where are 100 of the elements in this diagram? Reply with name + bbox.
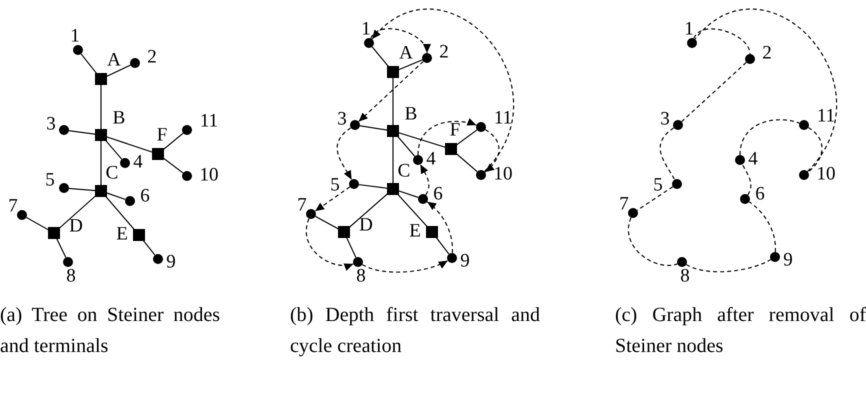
terminal-dot	[628, 208, 638, 218]
steiner-square	[387, 66, 399, 78]
terminal-dot	[687, 38, 697, 48]
tree-edge	[56, 238, 66, 258]
terminal-dot	[677, 257, 687, 267]
tree-edge	[68, 188, 96, 192]
steiner-square	[95, 185, 107, 197]
terminal-dot	[349, 179, 359, 189]
dashed-arrow	[484, 129, 500, 172]
node-label: 1	[70, 26, 80, 46]
tree-edge	[398, 190, 418, 198]
node-label: 2	[439, 42, 449, 62]
steiner-square	[95, 73, 107, 85]
dashed-arrow	[362, 260, 448, 273]
terminal-dot	[770, 252, 780, 262]
terminal-dot	[153, 254, 163, 264]
node-label: 2	[762, 44, 772, 62]
tree-edge	[26, 216, 50, 231]
steiner-square	[95, 129, 107, 141]
node-label: 5	[653, 176, 663, 194]
terminal-dot	[73, 45, 83, 55]
dashed-arrow	[314, 186, 350, 212]
dashed-line	[742, 164, 752, 196]
dashed-line	[694, 8, 838, 172]
tree-edge	[435, 236, 450, 254]
terminal-dot	[17, 210, 27, 220]
tree-edge	[372, 46, 390, 68]
node-label: 8	[356, 266, 366, 286]
dashed-arrow	[426, 201, 453, 254]
node-label: B	[404, 104, 418, 124]
tree-edge	[106, 192, 126, 200]
tree-edge	[58, 194, 97, 230]
node-label: 4	[748, 150, 758, 168]
node-label: 1	[684, 20, 694, 38]
terminal-dot	[418, 194, 428, 204]
tree-edge	[104, 195, 136, 231]
steiner-square	[387, 125, 399, 137]
tree-edge	[142, 239, 156, 256]
terminal-dot	[422, 53, 432, 63]
node-label: F	[156, 126, 168, 144]
terminal-dot	[63, 257, 73, 267]
node-label: 3	[337, 110, 347, 128]
terminal-dot	[182, 171, 192, 181]
tree-edge	[100, 85, 102, 129]
tree-edge	[398, 132, 446, 148]
dashed-line	[628, 217, 678, 266]
dashed-arrow	[420, 164, 430, 196]
tree-edge	[104, 139, 122, 160]
dashed-line	[808, 127, 822, 172]
terminal-dot	[740, 194, 750, 204]
node-label: 6	[755, 184, 765, 204]
dashed-arrow	[358, 61, 424, 122]
tree-edge	[346, 237, 356, 258]
node-label: 9	[460, 252, 470, 270]
node-label: 5	[330, 176, 340, 194]
node-label: 9	[783, 250, 793, 270]
node-label: B	[112, 108, 126, 128]
terminal-dot	[735, 155, 745, 165]
panel-caption: (a) Tree on Steiner nodes and terminals	[0, 303, 220, 359]
node-label: 10	[200, 166, 218, 184]
node-label: 1	[361, 20, 371, 38]
terminal-dot	[120, 158, 130, 168]
steiner-square	[338, 226, 350, 238]
tree-edge	[360, 125, 388, 131]
dashed-arrow	[306, 218, 354, 270]
node-label: 7	[619, 194, 629, 214]
dashed-line	[660, 127, 676, 180]
terminal-dot	[476, 170, 486, 180]
tree-edge	[398, 59, 423, 70]
steiner-square	[133, 229, 145, 241]
node-label: D	[69, 216, 83, 236]
node-label: 2	[147, 48, 157, 66]
steiner-square	[387, 183, 399, 195]
node-label: 4	[426, 150, 436, 168]
dashed-arrow	[372, 8, 514, 172]
dashed-line	[693, 28, 751, 54]
node-label: 3	[46, 114, 56, 134]
dashed-line	[681, 62, 747, 122]
node-label: E	[409, 222, 421, 240]
terminal-dot	[745, 54, 755, 64]
tree-edge	[315, 216, 339, 230]
node-label: 11	[200, 112, 218, 130]
terminal-dot	[672, 179, 682, 189]
node-label: 4	[133, 152, 143, 172]
node-label: 5	[45, 170, 55, 190]
node-label: 10	[494, 164, 512, 184]
steiner-square	[445, 143, 457, 155]
terminal-dot	[182, 125, 192, 135]
node-label: E	[116, 224, 128, 244]
tree-edge	[396, 193, 428, 228]
dashed-line	[748, 201, 776, 252]
dashed-line	[686, 259, 771, 272]
terminal-dot	[413, 155, 423, 165]
tree-edge	[100, 141, 102, 185]
tree-edge	[162, 132, 184, 151]
panel-caption: (c) Graph after removal of Steiner nodes	[615, 303, 866, 359]
node-label: F	[450, 120, 460, 140]
node-label: A	[399, 44, 413, 62]
panel-caption: (b) Depth first traversal and cycle creation	[290, 303, 540, 359]
dashed-line	[636, 186, 674, 211]
